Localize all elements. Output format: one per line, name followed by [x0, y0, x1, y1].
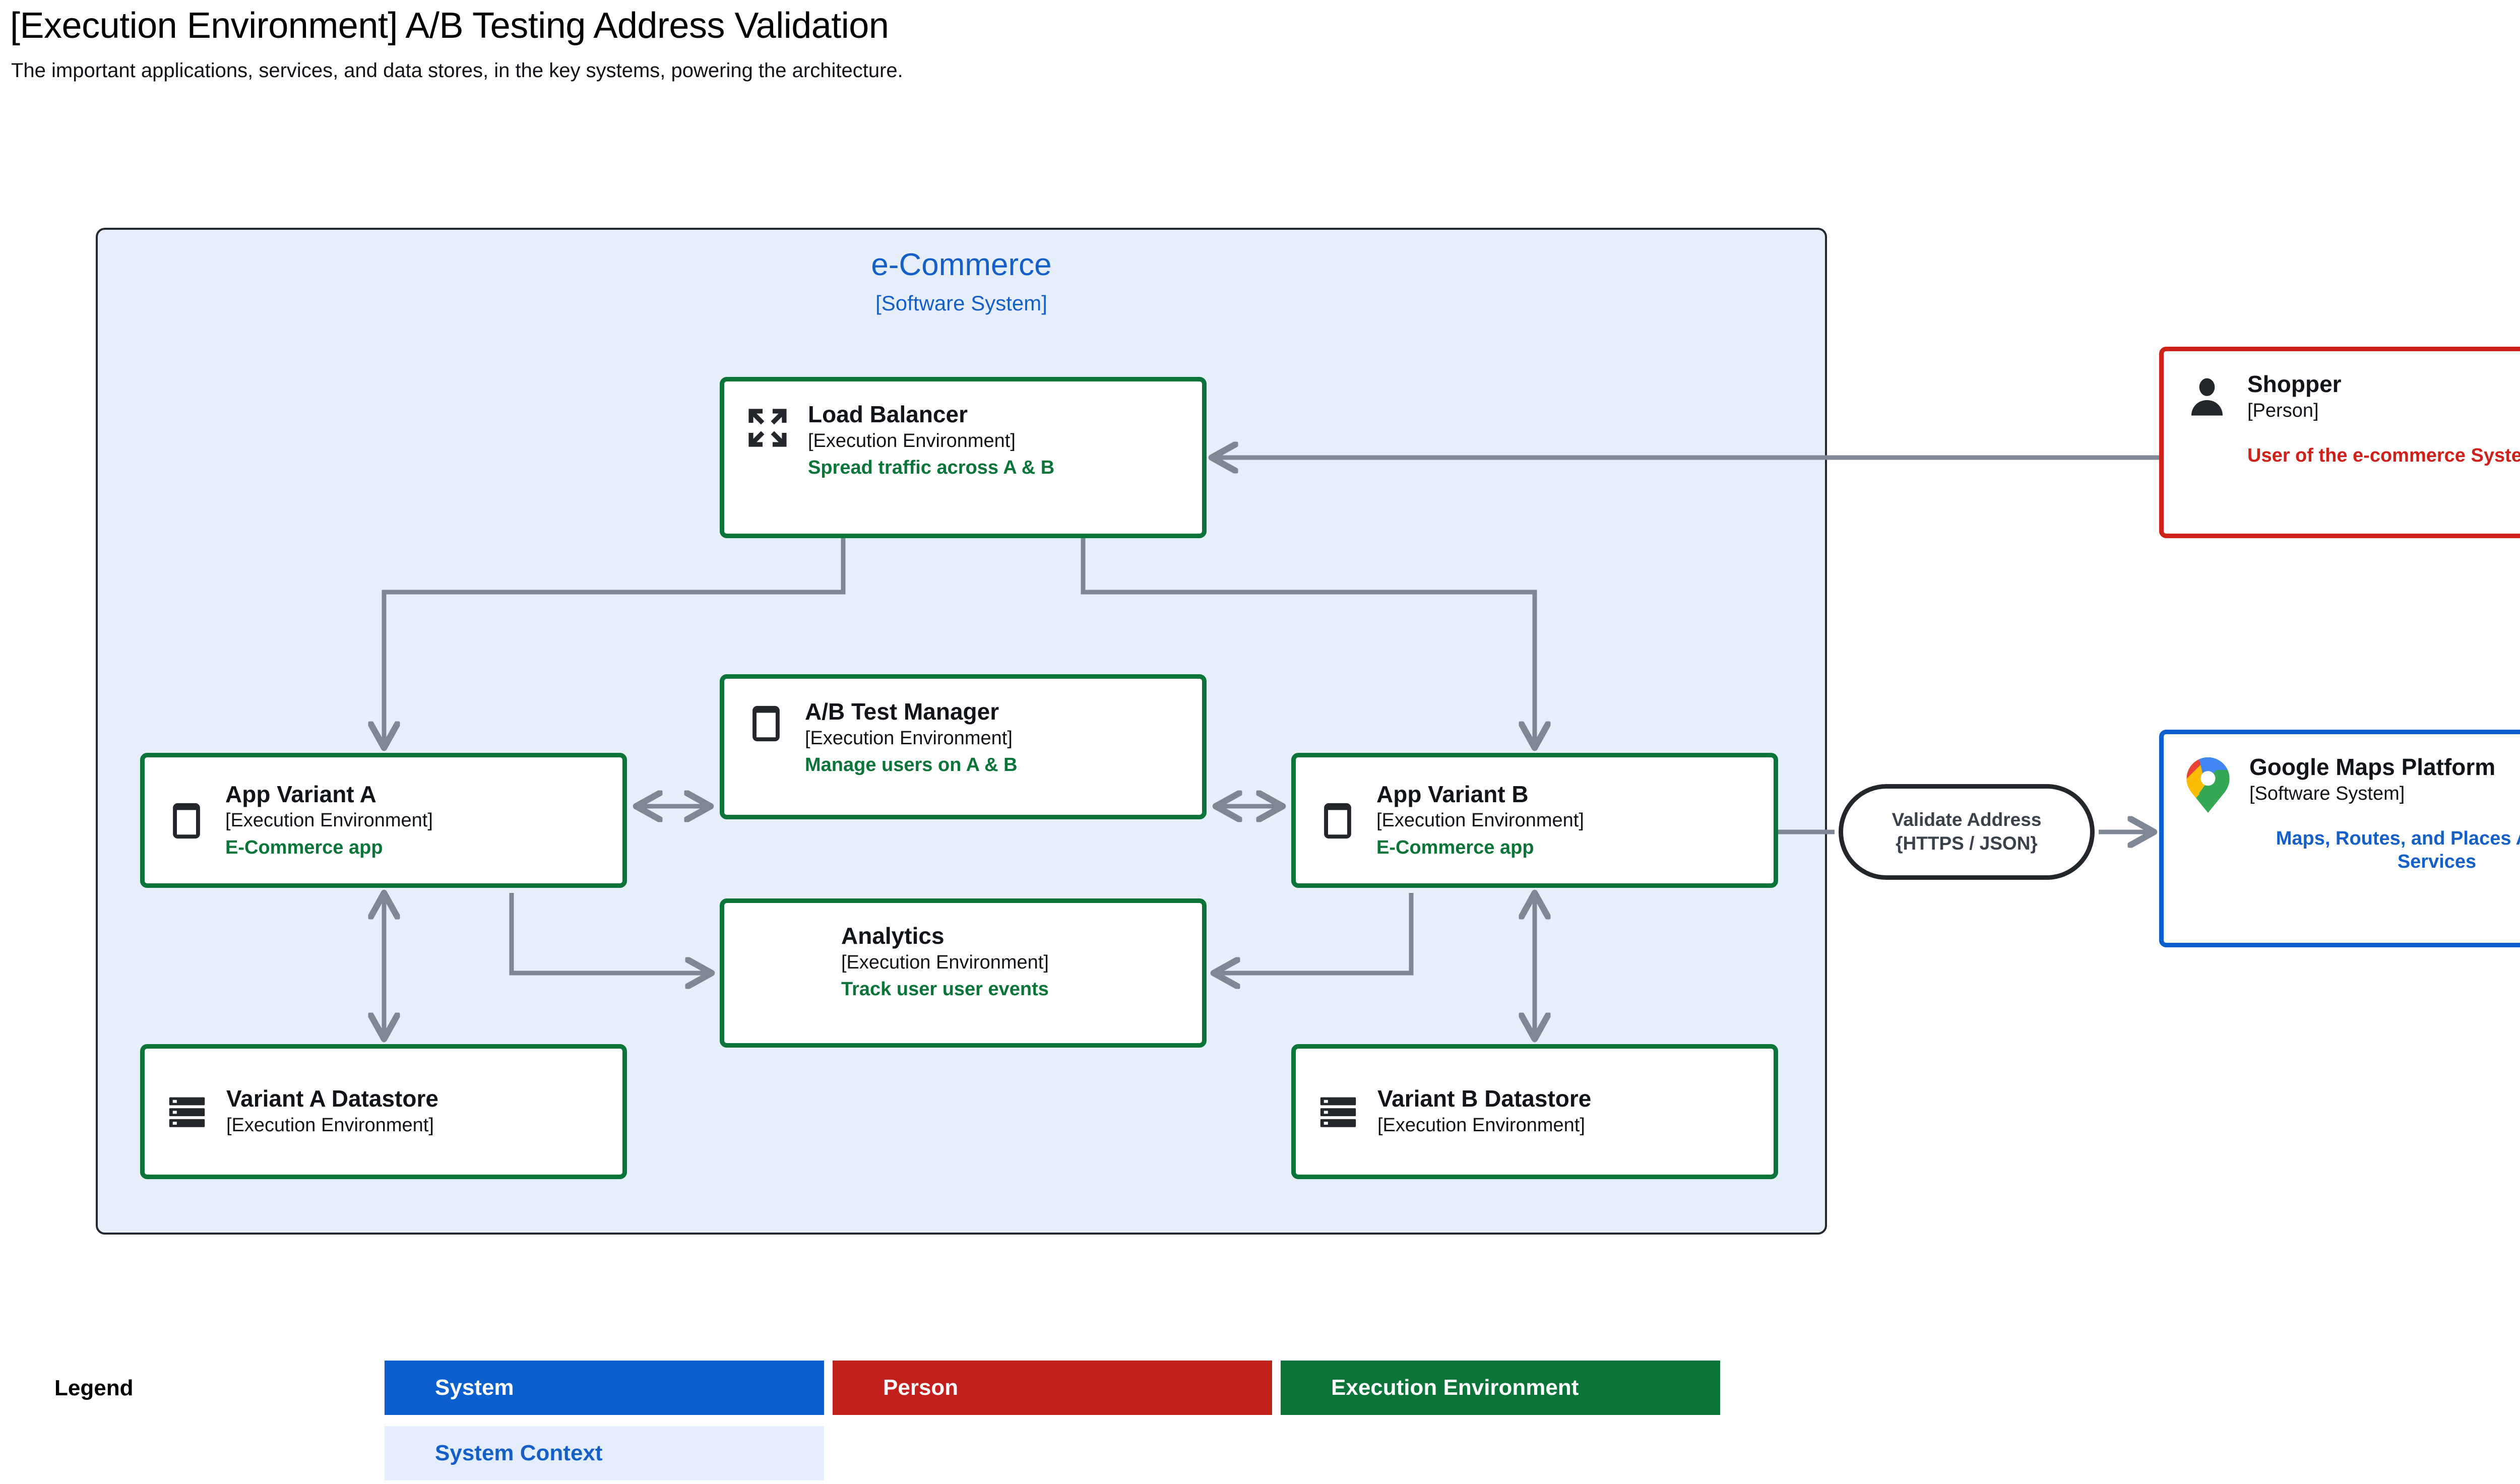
load-balancer-arrows-icon [744, 405, 791, 454]
node-description: E-Commerce app [225, 836, 383, 858]
node-datastore-b[interactable]: Variant B Datastore [Execution Environme… [1291, 1044, 1778, 1179]
node-ab-test-manager[interactable]: A/B Test Manager [Execution Environment]… [720, 674, 1207, 819]
legend-item-person: Person [833, 1361, 1272, 1415]
node-name: App Variant A [225, 781, 376, 807]
node-google-maps[interactable]: Google Maps Platform [Software System] M… [2159, 730, 2520, 947]
node-text: Analytics [Execution Environment] Track … [841, 923, 1185, 1001]
node-description: User of the e-commerce System [2247, 445, 2520, 467]
node-type: [Execution Environment] [226, 1114, 434, 1136]
node-description: Spread traffic across A & B [808, 457, 1055, 479]
node-type: [Execution Environment] [841, 951, 1049, 973]
system-boundary-title: e-Commerce [871, 247, 1052, 282]
node-text: Google Maps Platform [Software System] M… [2249, 754, 2520, 873]
node-type: [Execution Environment] [225, 810, 433, 831]
app-window-icon [1316, 799, 1359, 845]
node-type: [Execution Environment] [1377, 1114, 1585, 1136]
node-description: E-Commerce app [1376, 836, 1534, 858]
node-analytics[interactable]: Analytics [Execution Environment] Track … [720, 898, 1207, 1048]
node-text: App Variant A [Execution Environment] E-… [225, 781, 605, 860]
legend-item-system: System [385, 1361, 824, 1415]
edge-label-validate-address: Validate Address {HTTPS / JSON} [1839, 784, 2095, 880]
node-app-variant-a[interactable]: App Variant A [Execution Environment] E-… [140, 753, 627, 888]
node-name: A/B Test Manager [805, 698, 999, 725]
node-text: Shopper [Person] User of the e-commerce … [2247, 371, 2520, 468]
app-window-icon [744, 702, 788, 748]
node-text: Variant B Datastore [Execution Environme… [1377, 1086, 1756, 1137]
app-window-icon [165, 799, 208, 845]
person-icon [2184, 374, 2230, 423]
page-subtitle: The important applications, services, an… [11, 59, 903, 82]
node-name: Variant B Datastore [1377, 1085, 1592, 1112]
node-load-balancer[interactable]: Load Balancer [Execution Environment] Sp… [720, 377, 1207, 538]
node-text: App Variant B [Execution Environment] E-… [1376, 781, 1756, 860]
edge-label-protocol: {HTTPS / JSON} [1896, 833, 2038, 854]
legend-title: Legend [54, 1376, 134, 1400]
node-name: Load Balancer [808, 401, 968, 427]
node-name: App Variant B [1376, 781, 1529, 807]
node-type: [Execution Environment] [805, 727, 1013, 749]
database-stack-icon [165, 1090, 209, 1137]
node-text: A/B Test Manager [Execution Environment]… [805, 698, 1185, 777]
node-shopper[interactable]: Shopper [Person] User of the e-commerce … [2159, 347, 2520, 538]
node-type: [Execution Environment] [808, 430, 1016, 451]
legend-item-execution-environment: Execution Environment [1281, 1361, 1720, 1415]
node-name: Shopper [2247, 371, 2342, 397]
database-stack-icon [1316, 1090, 1360, 1137]
node-description: Manage users on A & B [805, 754, 1018, 776]
page-title: [Execution Environment] A/B Testing Addr… [10, 6, 889, 46]
node-type: [Person] [2247, 400, 2319, 421]
node-text: Variant A Datastore [Execution Environme… [226, 1086, 605, 1137]
node-datastore-a[interactable]: Variant A Datastore [Execution Environme… [140, 1044, 627, 1179]
node-text: Load Balancer [Execution Environment] Sp… [808, 401, 1185, 480]
legend-item-system-context: System Context [385, 1426, 824, 1480]
node-app-variant-b[interactable]: App Variant B [Execution Environment] E-… [1291, 753, 1778, 888]
node-description: Maps, Routes, and Places APIs and Servic… [2276, 828, 2520, 872]
node-type: [Execution Environment] [1376, 810, 1584, 831]
node-name: Analytics [841, 923, 944, 949]
edge-label-title: Validate Address [1892, 809, 2042, 830]
node-name: Variant A Datastore [226, 1085, 438, 1112]
google-maps-pin-icon [2184, 757, 2232, 815]
node-name: Google Maps Platform [2249, 754, 2496, 780]
node-description: Track user user events [841, 979, 1049, 1000]
system-boundary-type: [Software System] [875, 291, 1047, 315]
node-type: [Software System] [2249, 783, 2405, 804]
